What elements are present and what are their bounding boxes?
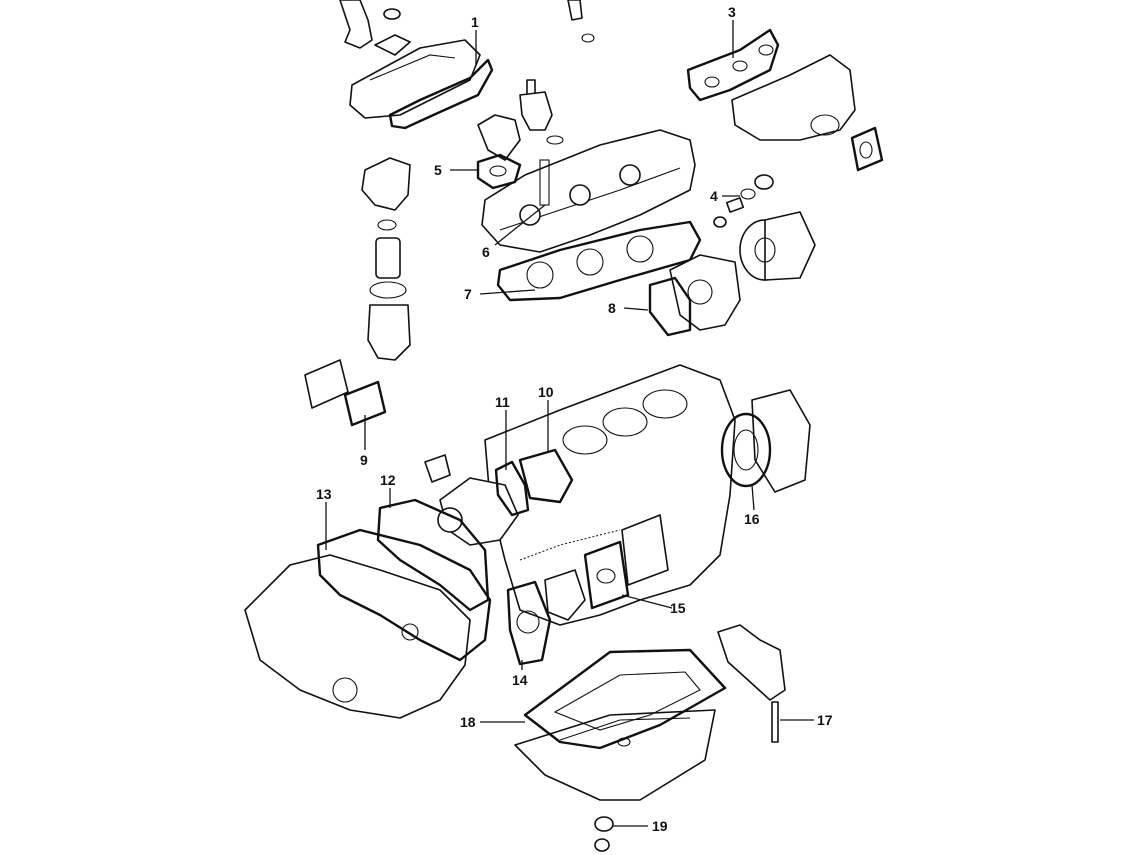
- rocker-cover: [349, 39, 481, 119]
- oil-strainer: [367, 304, 411, 361]
- o-ring: [369, 281, 407, 299]
- oil-pump-gasket: [648, 276, 692, 337]
- callout-16: 16: [744, 511, 760, 527]
- side-cover-gasket: [343, 380, 387, 427]
- thermostat-cover: [361, 157, 411, 211]
- oil-filter: [739, 211, 816, 281]
- drain-plug: [594, 816, 614, 852]
- rocker-cover-gasket: [388, 58, 494, 130]
- oil-inlet-pipe: [717, 624, 786, 743]
- exhaust-manifold-gasket: [686, 28, 780, 102]
- water-pump-gasket: [518, 448, 574, 504]
- callout-4: 4: [710, 188, 718, 204]
- cylinder-head: [481, 129, 696, 253]
- callout-3: 3: [728, 4, 736, 20]
- callout-5: 5: [434, 162, 442, 178]
- callout-18: 18: [460, 714, 476, 730]
- thermostat-gasket: [377, 219, 397, 231]
- callout-9: 9: [360, 452, 368, 468]
- callout-6: 6: [482, 244, 490, 260]
- callout-1: 1: [471, 14, 479, 30]
- callout-17: 17: [817, 712, 833, 728]
- water-outlet-gasket: [476, 153, 522, 190]
- rear-flange-gasket: [720, 412, 772, 488]
- callout-15: 15: [670, 600, 686, 616]
- callout-13: 13: [316, 486, 332, 502]
- leader-lines: [325, 20, 814, 827]
- callout-10: 10: [538, 384, 554, 400]
- front-seal-gasket: [506, 580, 552, 666]
- inspection-plate: [621, 514, 669, 586]
- callout-11: 11: [495, 394, 510, 410]
- gear-case-gasket: [376, 498, 490, 612]
- oil-pan-gasket: [523, 648, 727, 750]
- callout-labels: 1 3 4 5 6 7 8 9 10 11 12 13 14 15 16 17 …: [316, 4, 833, 834]
- oil-filter-element: [375, 237, 401, 279]
- callout-19: 19: [652, 818, 668, 834]
- oil-pan: [514, 709, 716, 801]
- callout-12: 12: [380, 472, 396, 488]
- exhaust-manifold: [731, 54, 856, 141]
- oil-pump: [669, 254, 741, 331]
- water-outlet-pipe: [339, 0, 411, 56]
- callout-8: 8: [608, 300, 616, 316]
- relief-valve-parts: [713, 174, 774, 228]
- exhaust-flange-gasket: [850, 126, 884, 172]
- temperature-sender: [519, 79, 564, 145]
- callout-14: 14: [512, 672, 528, 688]
- water-pump-gasket-2: [494, 460, 530, 517]
- side-cover-plate: [304, 359, 349, 409]
- glow-plug: [567, 0, 595, 43]
- timing-cover-gasket: [316, 528, 492, 662]
- callout-7: 7: [464, 286, 472, 302]
- water-elbow: [477, 114, 521, 161]
- timing-cover: [244, 554, 471, 719]
- inspection-plate-gasket: [583, 540, 630, 610]
